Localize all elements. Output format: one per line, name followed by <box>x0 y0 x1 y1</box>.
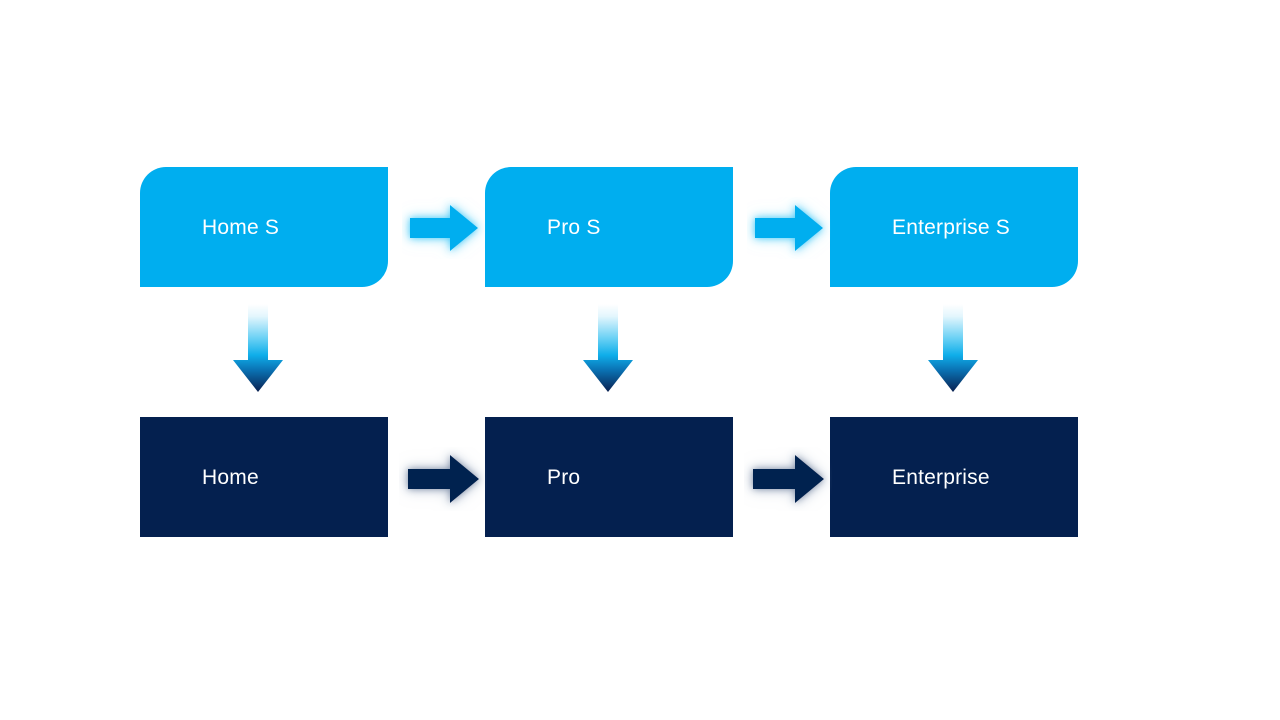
node-label: Pro <box>547 465 581 489</box>
node-pro[interactable]: Pro <box>485 417 733 537</box>
arrow-down-icon <box>226 302 290 396</box>
arrow-down-icon <box>921 302 985 396</box>
node-pro-s[interactable]: Pro S <box>485 167 733 287</box>
node-home-s[interactable]: Home S <box>140 167 388 287</box>
arrow-right-icon <box>399 447 487 511</box>
node-label: Enterprise <box>892 465 990 489</box>
node-home[interactable]: Home <box>140 417 388 537</box>
arrow-right-icon <box>747 197 831 259</box>
node-label: Home S <box>202 215 280 239</box>
node-enterprise[interactable]: Enterprise <box>830 417 1078 537</box>
node-enterprise-s[interactable]: Enterprise S <box>830 167 1078 287</box>
node-label: Pro S <box>547 215 601 239</box>
arrow-right-icon <box>744 447 832 511</box>
node-label: Enterprise S <box>892 215 1010 239</box>
arrow-right-icon <box>402 197 486 259</box>
node-label: Home <box>202 465 259 489</box>
arrow-down-icon <box>576 302 640 396</box>
